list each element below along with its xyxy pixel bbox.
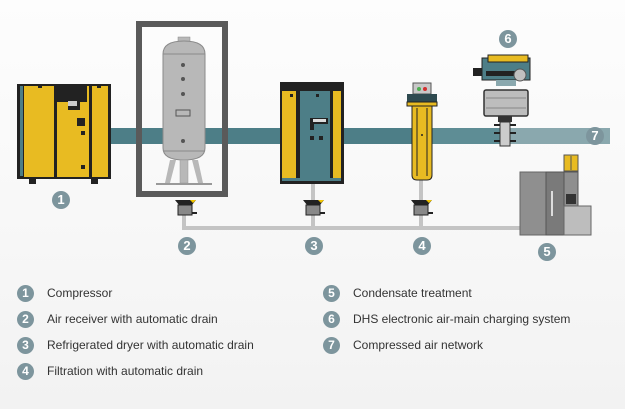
legend-badge: 4 (17, 362, 34, 380)
automatic-drain-icon (303, 200, 325, 216)
compressed-air-system-diagram: 1 2 3 4 5 6 7 (17, 21, 610, 261)
legend-label: Refrigerated dryer with automatic drain (47, 338, 254, 352)
automatic-drain-icon (175, 200, 197, 216)
legend-label: DHS electronic air-main charging system (353, 312, 571, 326)
diagram-canvas (17, 21, 610, 236)
legend-badge: 5 (323, 284, 340, 302)
refrigerated-dryer-icon (280, 82, 344, 184)
legend-badge: 7 (323, 336, 340, 354)
legend-badge: 1 (17, 284, 34, 302)
component-badge-5: 5 (538, 243, 556, 261)
legend-label: Compressor (47, 286, 113, 300)
compressor-icon (17, 84, 111, 184)
filter-icon (406, 82, 438, 181)
legend-label: Air receiver with automatic drain (47, 312, 218, 326)
legend-badge: 6 (323, 310, 340, 328)
automatic-drain-icon (411, 200, 433, 216)
legend-item: 7 Compressed air network (323, 335, 483, 355)
legend-label: Filtration with automatic drain (47, 364, 204, 378)
condensate-treatment-icon (519, 154, 592, 236)
legend-item: 2 Air receiver with automatic drain (17, 309, 218, 329)
air-main-charging-valve-icon (473, 54, 531, 147)
air-receiver-icon (136, 21, 228, 197)
component-badge-7: 7 (586, 127, 604, 145)
component-badge-3: 3 (305, 237, 323, 255)
legend-label: Compressed air network (353, 338, 484, 352)
legend-item: 5 Condensate treatment (323, 283, 472, 303)
legend-item: 6 DHS electronic air-main charging syste… (323, 309, 570, 329)
component-badge-4: 4 (413, 237, 431, 255)
condensate-drain-line (182, 180, 522, 230)
component-badge-6: 6 (499, 30, 517, 48)
legend-label: Condensate treatment (353, 286, 472, 300)
legend-badge: 3 (17, 336, 34, 354)
component-badge-2: 2 (178, 237, 196, 255)
legend-item: 1 Compressor (17, 283, 112, 303)
legend-item: 3 Refrigerated dryer with automatic drai… (17, 335, 254, 355)
legend-item: 4 Filtration with automatic drain (17, 361, 203, 381)
legend-badge: 2 (17, 310, 34, 328)
component-badge-1: 1 (52, 191, 70, 209)
